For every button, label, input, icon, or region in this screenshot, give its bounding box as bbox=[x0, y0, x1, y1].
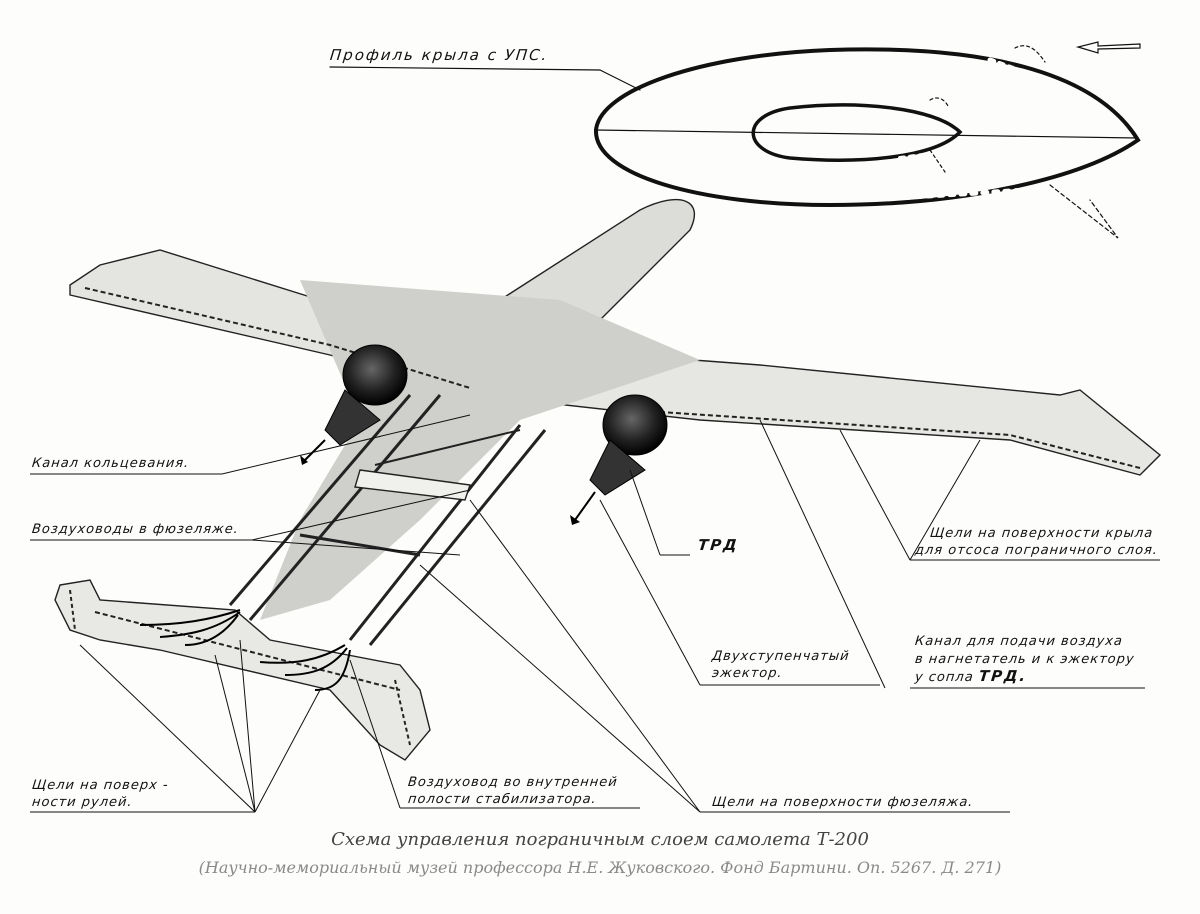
left-engine bbox=[300, 344, 408, 465]
caption-source: (Научно-мемориальный музей профессора Н.… bbox=[198, 858, 1002, 877]
label-air-channel-line1: Канал для подачи воздуха bbox=[914, 634, 1124, 649]
label-air-channel-line3: у сопла ТРД. bbox=[914, 667, 1029, 686]
leader-lines bbox=[30, 414, 1160, 813]
label-air-channel-line2: в нагнетатель и к эжектору bbox=[914, 652, 1136, 667]
wing-profile bbox=[329, 41, 1141, 239]
label-air-channel-line3-text: у сопла bbox=[914, 670, 975, 685]
label-stab-duct-line2: полости стабилизатора. bbox=[407, 792, 598, 807]
label-rudder-slots-line1: Щели на поверх - bbox=[31, 778, 170, 793]
label-rudder-slots-line2: ности рулей. bbox=[31, 795, 134, 810]
right-engine bbox=[570, 394, 668, 525]
label-ring-channel: Канал кольцевания. bbox=[31, 456, 191, 471]
label-wing-profile: Профиль крыла с УПС. bbox=[329, 46, 550, 64]
caption-title: Схема управления пограничным слоем самол… bbox=[331, 829, 869, 850]
tail-ducts bbox=[139, 609, 351, 691]
label-fuselage-slots: Щели на поверхности фюзеляжа. bbox=[711, 795, 975, 810]
label-wing-slots-line2: для отсоса пограничного слоя. bbox=[914, 543, 1159, 558]
label-ejector-line1: Двухступенчатый bbox=[711, 649, 851, 664]
label-trd: ТРД bbox=[697, 536, 740, 554]
label-air-channel-line3-emphasis: ТРД. bbox=[978, 667, 1029, 685]
label-ejector-line2: эжектор. bbox=[711, 666, 784, 681]
label-wing-slots-line1: Щели на поверхности крыла bbox=[929, 526, 1154, 541]
label-fuselage-ducts: Воздуховоды в фюзеляже. bbox=[31, 522, 240, 537]
label-stab-duct-line1: Воздуховод во внутренней bbox=[407, 775, 619, 790]
